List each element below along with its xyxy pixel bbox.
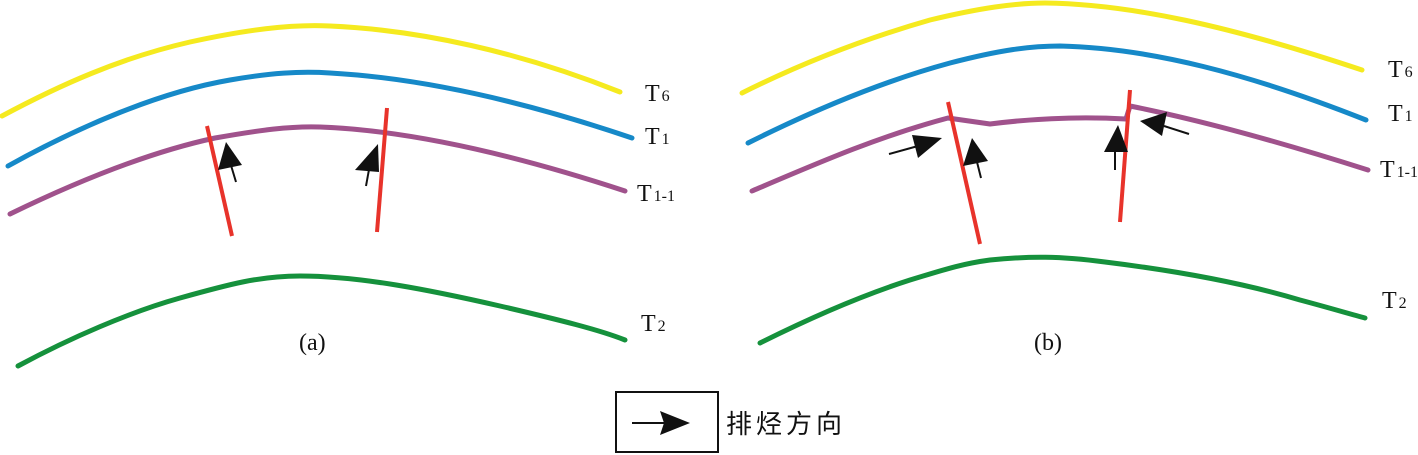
fault-line — [205, 125, 234, 237]
horizon-t2 — [15, 273, 628, 369]
arrow-icon — [632, 411, 690, 435]
panel-caption: (b) — [1034, 330, 1062, 356]
horizon-t2 — [757, 254, 1368, 346]
expulsion-arrow — [355, 144, 379, 187]
legend-label: 排烃方向 — [726, 410, 846, 440]
horizon-t1 — [5, 69, 635, 169]
fault-line — [1118, 89, 1132, 223]
expulsion-arrow — [963, 138, 988, 179]
expulsion-arrow — [888, 135, 942, 158]
fault-line — [375, 107, 389, 233]
horizon-t6 — [739, 0, 1365, 96]
horizon-t1 — [745, 43, 1369, 146]
horizon-t6 — [0, 23, 623, 119]
expulsion-arrow — [1104, 125, 1128, 170]
horizon-t1-1 — [749, 103, 1371, 194]
expulsion-arrow — [218, 142, 242, 183]
expulsion-arrow — [1140, 112, 1190, 136]
legend: 排烃方向 — [615, 391, 846, 453]
panel-caption: (a) — [299, 330, 326, 356]
fault-line — [946, 101, 982, 245]
horizon-t1-1 — [7, 124, 628, 217]
